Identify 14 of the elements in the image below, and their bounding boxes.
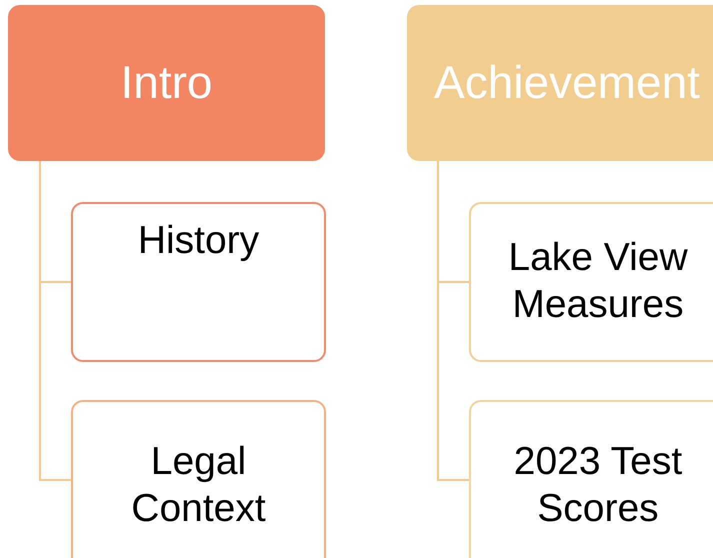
connector-line [39, 161, 71, 481]
topic-label: 2023 Test Scores [512, 439, 684, 532]
topic-label: Lake View Measures [507, 235, 689, 328]
connector-line [437, 161, 469, 481]
category-box [407, 5, 713, 161]
category-title: Achievement [434, 55, 700, 110]
topic-label: History [138, 218, 260, 264]
topic-box [469, 202, 713, 362]
topic-label: Legal Context [130, 439, 267, 532]
topic-box [71, 202, 326, 362]
category-box [8, 5, 325, 161]
topic-box [469, 400, 713, 558]
category-title: Intro [120, 55, 213, 110]
topic-box [71, 400, 326, 558]
